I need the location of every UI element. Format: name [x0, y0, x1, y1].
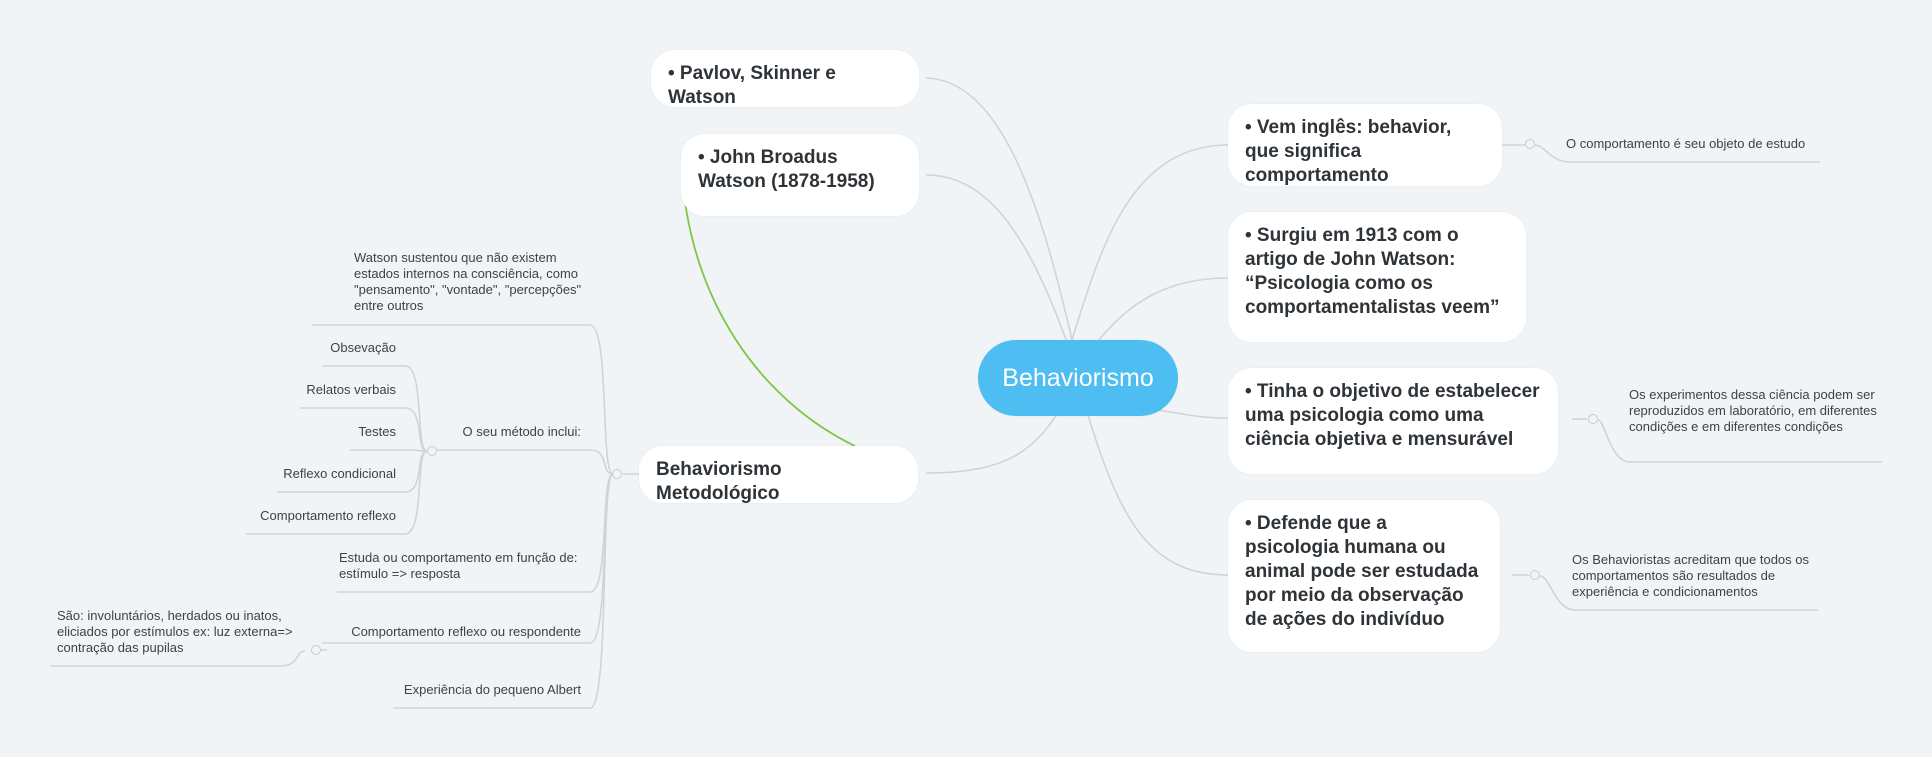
- leaf-metodo-item[interactable]: Comportamento reflexo: [260, 508, 396, 523]
- collapse-knob[interactable]: [612, 469, 622, 479]
- leaf-objeto-estudo[interactable]: O comportamento é seu objeto de estudo: [1566, 136, 1806, 151]
- collapse-knob[interactable]: [1588, 414, 1598, 424]
- topic-defende[interactable]: • Defende que a psicologia humana ou ani…: [1228, 500, 1500, 652]
- leaf-experimentos[interactable]: Os experimentos dessa ciência podem ser …: [1629, 387, 1877, 434]
- leaf-reflexo-detalhe[interactable]: São: involuntários, herdados ou inatos, …: [57, 608, 293, 655]
- leaf-metodo-item[interactable]: Obsevação: [330, 340, 396, 355]
- collapse-knob[interactable]: [1525, 139, 1535, 149]
- leaf-comportamento-reflexo[interactable]: Comportamento reflexo ou respondente: [351, 624, 581, 639]
- topic-watson[interactable]: • John Broadus Watson (1878-1958): [681, 134, 919, 216]
- leaf-metodo-item[interactable]: Testes: [358, 424, 396, 439]
- leaf-estuda-comportamento[interactable]: Estuda ou comportamento em função de: es…: [339, 550, 578, 581]
- topic-behaviorismo-metodologico[interactable]: Behaviorismo Metodológico: [639, 446, 918, 504]
- collapse-knob[interactable]: [311, 645, 321, 655]
- topic-ingles[interactable]: • Vem inglês: behavior, que significa co…: [1228, 104, 1502, 186]
- leaf-watson-sustentou[interactable]: Watson sustentou que não existem estados…: [354, 250, 582, 313]
- leaf-behavioristas-acreditam[interactable]: Os Behavioristas acreditam que todos os …: [1572, 552, 1810, 599]
- topic-surgiu[interactable]: • Surgiu em 1913 com o artigo de John Wa…: [1228, 212, 1526, 342]
- leaf-metodo-item[interactable]: Reflexo condicional: [283, 466, 396, 481]
- collapse-knob[interactable]: [1530, 570, 1540, 580]
- topic-pavlov[interactable]: • Pavlov, Skinner e Watson: [651, 50, 919, 108]
- leaf-metodo-item[interactable]: Relatos verbais: [306, 382, 396, 397]
- collapse-knob[interactable]: [427, 446, 437, 456]
- central-topic[interactable]: Behaviorismo: [978, 340, 1178, 416]
- leaf-metodo-inclui[interactable]: O seu método inclui:: [462, 424, 581, 439]
- leaf-pequeno-albert[interactable]: Experiência do pequeno Albert: [403, 682, 581, 697]
- topic-objetivo[interactable]: • Tinha o objetivo de estabelecer uma ps…: [1228, 368, 1558, 474]
